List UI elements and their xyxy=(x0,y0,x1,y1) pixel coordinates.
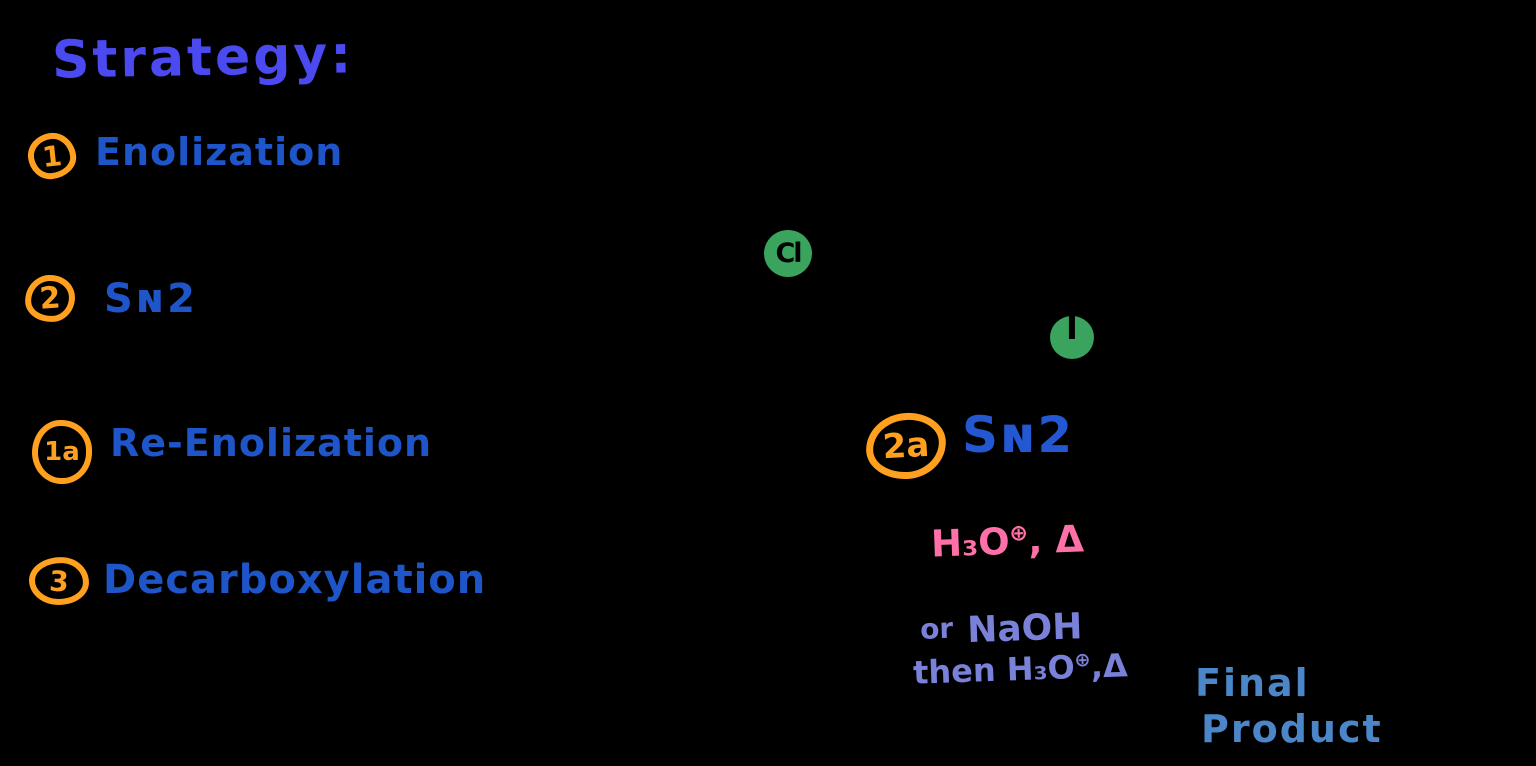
acid-workup-conditions: H₃O⊕, Δ xyxy=(930,517,1084,565)
step-3-badge: 3 xyxy=(27,555,91,607)
iodine-highlight: I xyxy=(1050,312,1094,359)
step-1a-badge: 1a xyxy=(32,420,92,484)
or-word: or xyxy=(919,611,954,646)
then-hydronium: then H₃O xyxy=(912,648,1076,692)
step-3-label: Decarboxylation xyxy=(103,557,487,603)
iodine-label: I xyxy=(1066,309,1078,347)
final-product-line2: Product xyxy=(1201,707,1383,752)
step-2-label: Sɴ2 xyxy=(104,276,198,322)
step-2a-number: 2a xyxy=(881,424,931,468)
step-3-number: 3 xyxy=(48,564,70,598)
page-title: Strategy: xyxy=(51,25,355,91)
alt-conditions-line1: or NaOH xyxy=(919,601,1084,652)
alt-conditions-line2: then H₃O⊕,Δ xyxy=(912,646,1128,691)
final-product-line1: Final xyxy=(1195,661,1310,705)
step-1a-label: Re-Enolization xyxy=(110,421,433,465)
heat-symbol: , Δ xyxy=(1027,517,1085,563)
final-product-label: Final Product xyxy=(1195,660,1383,753)
step-1a-number: 1a xyxy=(44,437,80,467)
positive-charge-icon: ⊕ xyxy=(1074,647,1091,672)
hydronium-formula: H₃O xyxy=(930,519,1011,566)
step-2-number: 2 xyxy=(38,280,62,317)
step-1-label: Enolization xyxy=(95,130,344,174)
step-2a-label: Sɴ2 xyxy=(962,406,1075,464)
positive-charge-icon: ⊕ xyxy=(1008,519,1029,547)
naoh-reagent: NaOH xyxy=(966,606,1084,652)
step-2a-badge: 2a xyxy=(864,410,948,482)
step-1-number: 1 xyxy=(40,138,64,174)
heat-symbol: ,Δ xyxy=(1090,646,1129,686)
step-1-badge: 1 xyxy=(25,130,79,182)
step-2-badge: 2 xyxy=(23,273,77,324)
chlorine-label: Cl xyxy=(775,238,802,269)
chlorine-highlight: Cl xyxy=(764,230,812,277)
